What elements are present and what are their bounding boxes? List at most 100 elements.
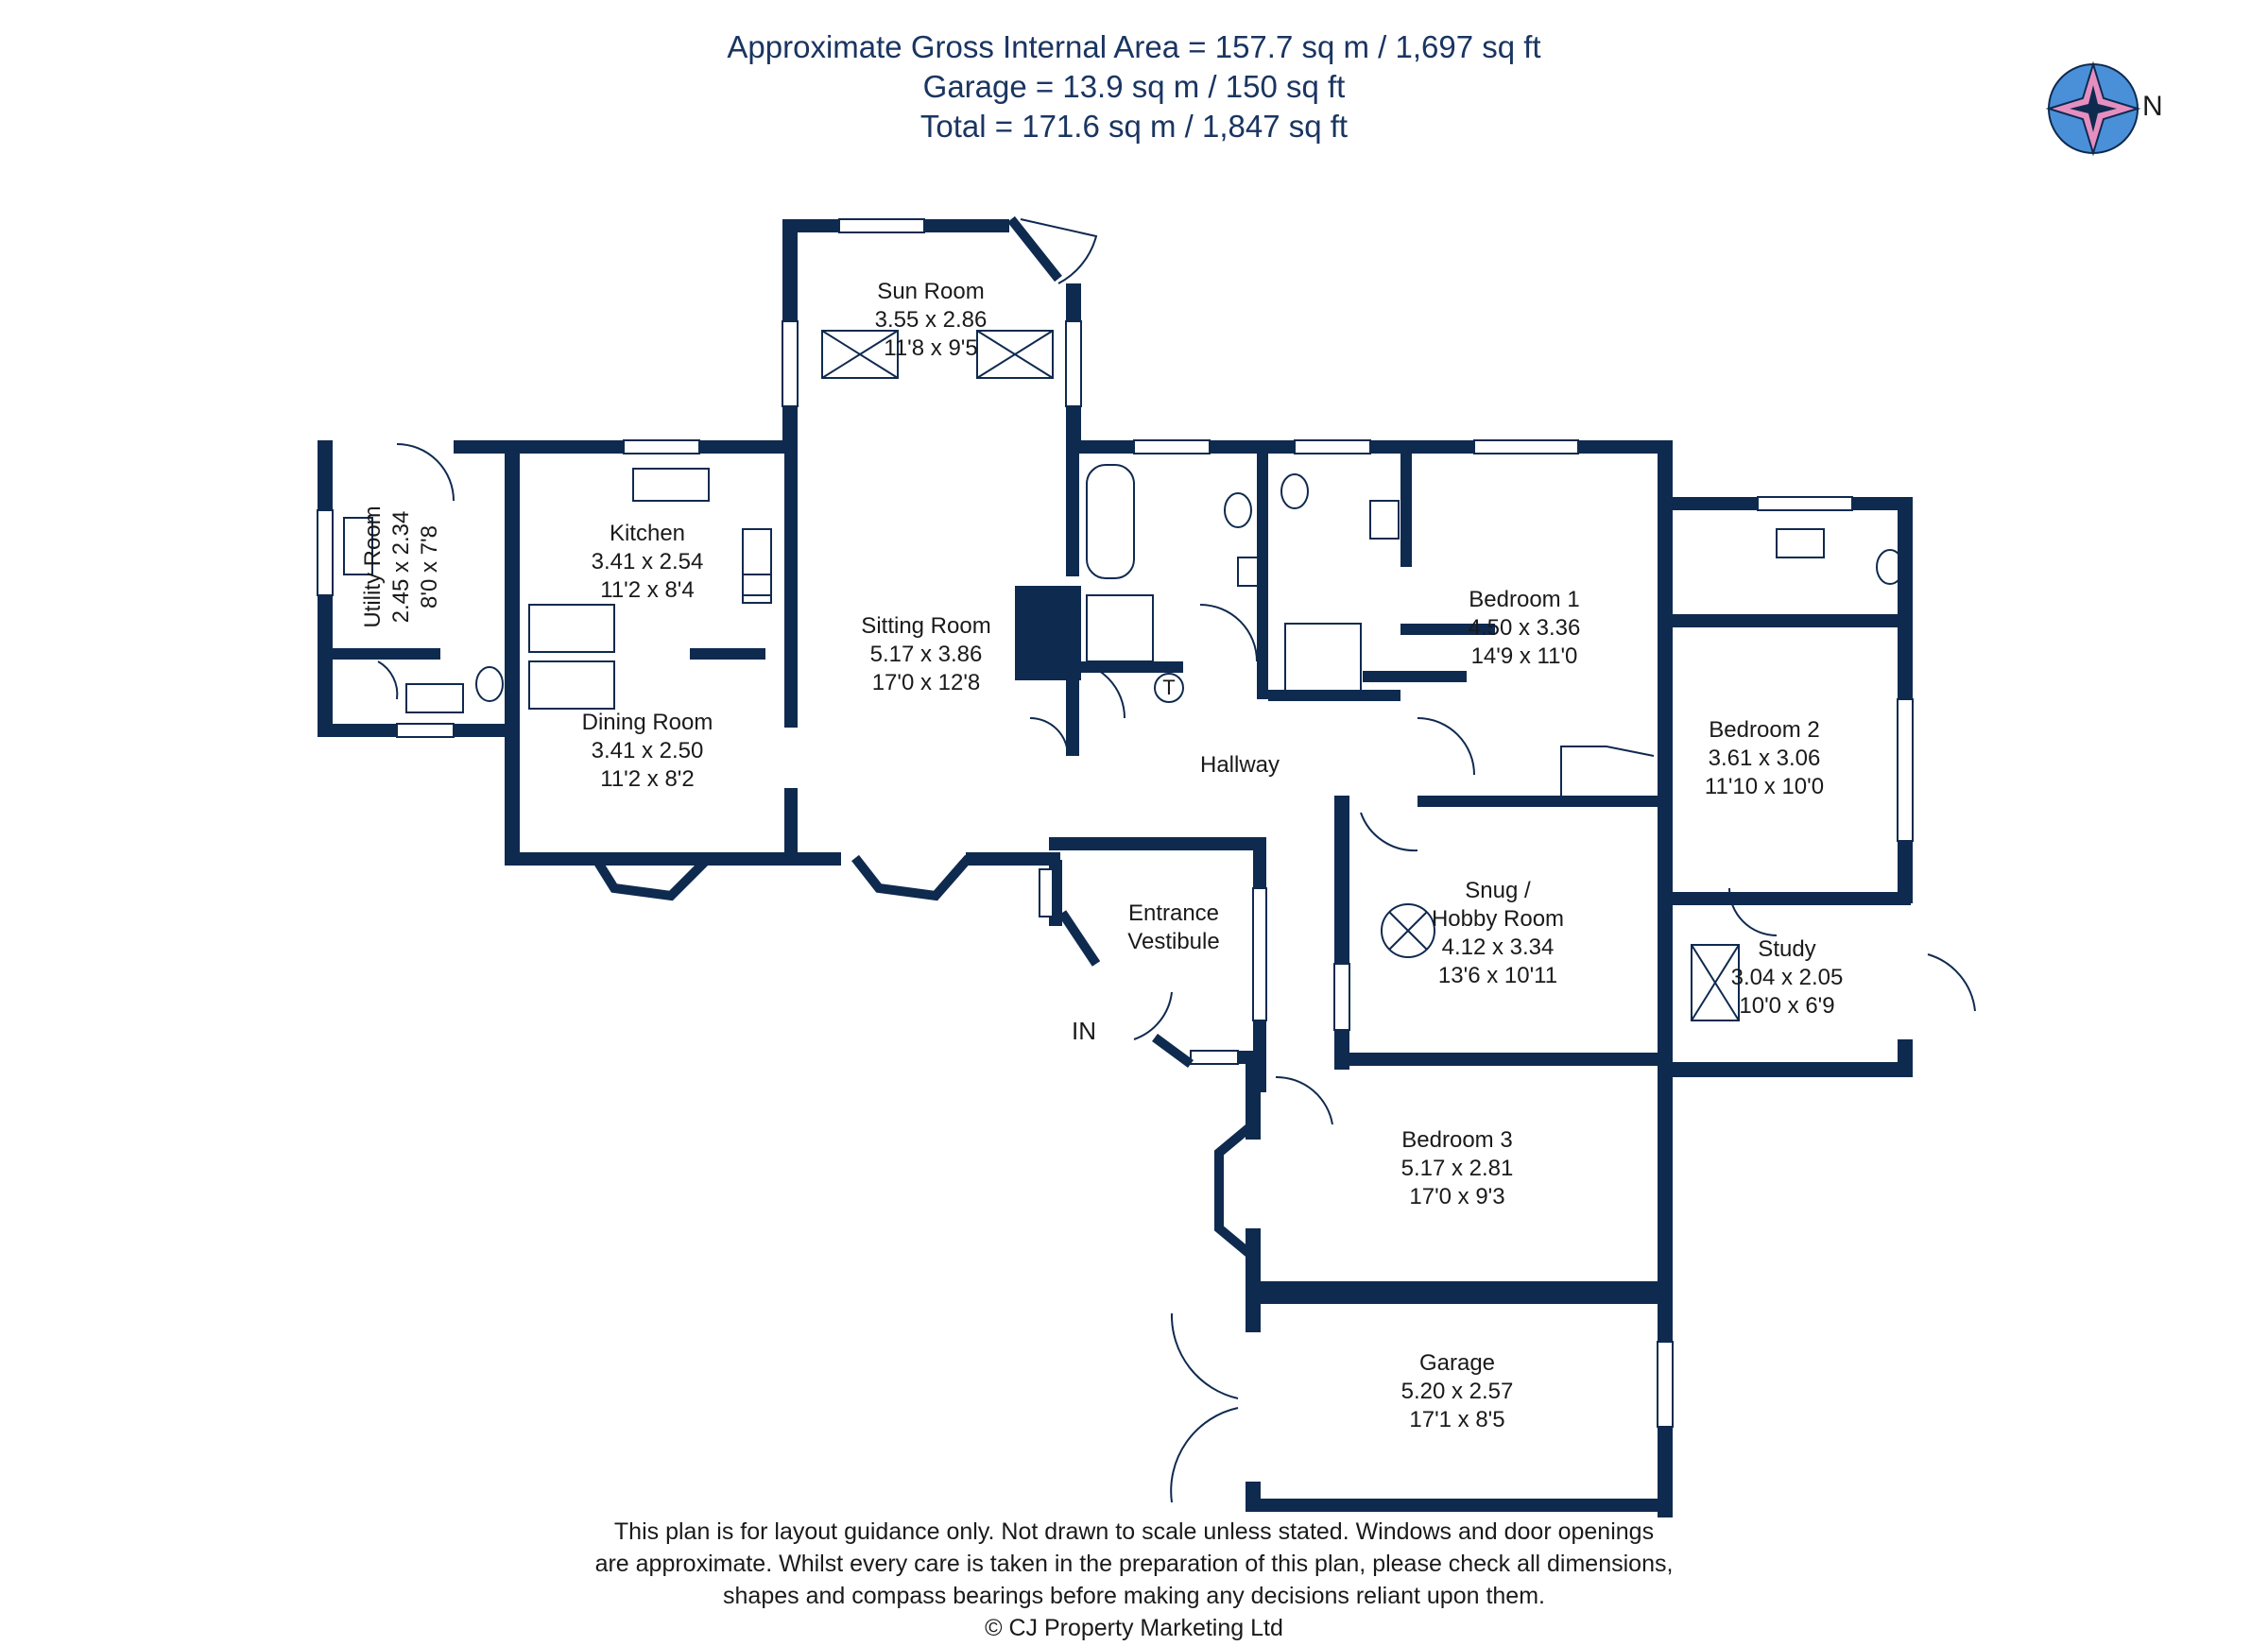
- room-metric: 3.41 x 2.50: [591, 738, 704, 763]
- window: [1039, 868, 1054, 917]
- wall: [1066, 454, 1079, 576]
- door-swing: [1170, 1312, 1239, 1399]
- window: [623, 439, 700, 454]
- room-imperial: 14'9 x 11'0: [1470, 643, 1578, 669]
- skylight-cross: [976, 330, 1054, 379]
- room-name: Sitting Room: [861, 613, 991, 639]
- fixtures: [343, 330, 1904, 1021]
- wall: [1079, 661, 1183, 673]
- basin: [1029, 613, 1069, 653]
- room-name: Hobby Room: [1431, 906, 1565, 932]
- door-swing: [1133, 991, 1173, 1040]
- room-sun-room: Sun Room 3.55 x 2.86 11'8 x 9'5: [875, 278, 988, 363]
- compass-north-label: N: [2142, 91, 2163, 122]
- windows: [317, 218, 1914, 1428]
- room-name: Kitchen: [609, 521, 686, 546]
- window: [1252, 887, 1267, 1021]
- disclaimer-line-3: shapes and compass bearings before makin…: [723, 1583, 1545, 1609]
- room-kitchen: Kitchen 3.41 x 2.54 11'2 x 8'4: [592, 520, 704, 605]
- wc: [475, 666, 504, 702]
- wall: [505, 459, 520, 866]
- room-metric: 5.17 x 2.81: [1400, 1156, 1514, 1181]
- room-garage: Garage 5.20 x 2.57 17'1 x 8'5: [1401, 1349, 1514, 1434]
- wall: [1400, 454, 1412, 567]
- door-swing: [1029, 717, 1069, 757]
- sink: [343, 517, 373, 575]
- garage-area: Garage = 13.9 sq m / 150 sq ft: [922, 69, 1346, 104]
- window: [1897, 698, 1914, 842]
- skylight-cross: [1691, 944, 1740, 1021]
- skylight: [976, 330, 1054, 379]
- wall: [966, 852, 1060, 866]
- tank-label: T: [1162, 676, 1176, 699]
- room-metric: 5.20 x 2.57: [1400, 1379, 1514, 1404]
- bay-windows: [591, 215, 1257, 1260]
- wall: [690, 648, 765, 660]
- skylight-round: [1381, 903, 1435, 958]
- window: [838, 218, 925, 233]
- window: [396, 723, 455, 738]
- window: [1657, 1341, 1674, 1428]
- room-imperial: 11'10 x 10'0: [1704, 774, 1825, 799]
- room-metric: 4.12 x 3.34: [1441, 934, 1555, 960]
- room-name: Bedroom 2: [1709, 717, 1820, 743]
- window: [782, 320, 799, 407]
- skylight: [1691, 944, 1740, 1021]
- disclaimer-line-1: This plan is for layout guidance only. N…: [613, 1518, 1655, 1545]
- wc: [1224, 492, 1252, 528]
- bay-window: [1214, 1121, 1257, 1260]
- window: [317, 509, 334, 596]
- basin: [1776, 528, 1825, 558]
- window: [1294, 439, 1371, 454]
- basin: [1237, 557, 1267, 587]
- room-name: Study: [1758, 936, 1816, 962]
- door-swing: [1360, 812, 1418, 852]
- room-entrance-vestibule: Entrance Vestibule: [1127, 900, 1219, 956]
- wc: [1280, 473, 1309, 509]
- skylight-cross: [821, 330, 899, 379]
- room-name: Dining Room: [581, 710, 713, 735]
- wall: [1673, 892, 1911, 905]
- room-imperial: 8'0 x 7'8: [417, 525, 442, 609]
- room-utility: Utility Room 2.45 x 2.34 8'0 x 7'8: [359, 506, 444, 627]
- walls: [318, 219, 1913, 1517]
- door-swing: [1927, 953, 1976, 1012]
- entrance-in-label: IN: [1072, 1017, 1096, 1045]
- room-metric: 3.55 x 2.86: [874, 307, 988, 333]
- bay-window: [1057, 910, 1101, 967]
- room-imperial: 17'0 x 9'3: [1409, 1184, 1505, 1209]
- wall: [1257, 454, 1268, 699]
- room-sitting: Sitting Room 5.17 x 3.86 17'0 x 12'8: [861, 612, 990, 697]
- window: [1333, 963, 1350, 1031]
- door-swing: [1728, 887, 1778, 936]
- wall: [1400, 624, 1495, 635]
- door-swing: [1199, 604, 1258, 662]
- worktop: [528, 604, 615, 653]
- window: [1757, 496, 1853, 511]
- room-dining: Dining Room 3.41 x 2.50 11'2 x 8'2: [582, 709, 713, 794]
- sink: [405, 683, 464, 713]
- doors: [377, 218, 1976, 1503]
- room-metric: 3.41 x 2.54: [591, 549, 704, 574]
- room-metric: 3.04 x 2.05: [1730, 965, 1844, 990]
- window: [1473, 439, 1579, 454]
- room-name: Bedroom 3: [1401, 1127, 1513, 1153]
- door-swing: [1275, 1075, 1333, 1125]
- wall: [1246, 1499, 1673, 1512]
- sink: [632, 468, 710, 502]
- room-study: Study 3.04 x 2.05 10'0 x 6'9: [1731, 935, 1844, 1020]
- window: [1190, 1050, 1239, 1065]
- gross-internal-area: Approximate Gross Internal Area = 157.7 …: [727, 29, 1541, 64]
- door-swing: [1417, 717, 1475, 776]
- wall: [1246, 1304, 1261, 1332]
- door-swing: [1170, 1407, 1239, 1503]
- wall: [1363, 671, 1467, 682]
- compass-rose: [2045, 60, 2141, 157]
- wall: [1261, 1291, 1673, 1304]
- wall: [1658, 1062, 1913, 1077]
- window: [1065, 320, 1082, 407]
- room-imperial: 10'0 x 6'9: [1739, 993, 1835, 1019]
- shower-tray: [1086, 594, 1154, 662]
- wall: [505, 440, 520, 525]
